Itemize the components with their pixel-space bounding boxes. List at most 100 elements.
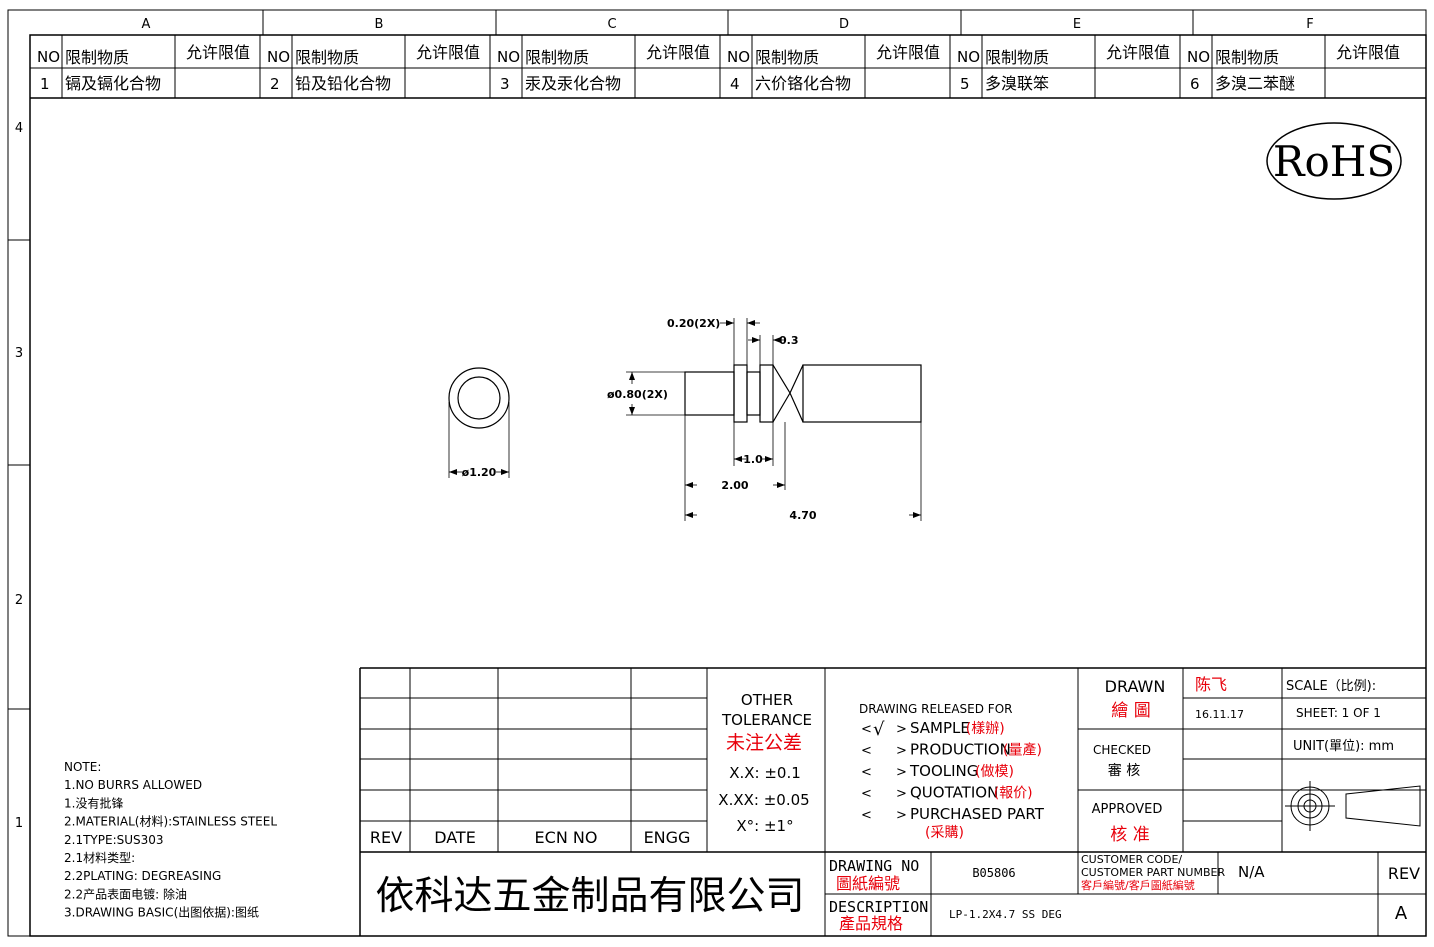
col-header-substance: 限制物质	[65, 48, 129, 67]
dim-diameter-head: ø1.20	[462, 466, 497, 479]
release-option-label-cn: (樣辦)	[966, 720, 1005, 737]
col-header-substance: 限制物质	[295, 48, 359, 67]
substance-no: 3	[500, 75, 510, 93]
dim-groove-spacing: 1.0	[743, 453, 763, 466]
col-header-no: NO	[497, 48, 520, 66]
rev-label: REV	[1388, 864, 1420, 883]
col-header-no: NO	[957, 48, 980, 66]
note-line: 2.2产品表面电镀: 除油	[64, 886, 187, 901]
substance-name: 镉及镉化合物	[65, 74, 161, 93]
zone-row-markers	[8, 239, 30, 710]
substance-no: 1	[40, 75, 50, 93]
zone-col-c: C	[607, 17, 616, 32]
substance-name: 铅及铅化合物	[295, 74, 391, 93]
col-header-limit: 允许限值	[646, 43, 710, 62]
tolerance-angle: X°: ±1°	[736, 817, 793, 835]
note-line: 1.没有批锋	[64, 795, 123, 810]
release-bracket-left: <	[861, 722, 872, 737]
substance-no: 2	[270, 75, 280, 93]
dim-overall-length: 4.70	[789, 509, 816, 522]
substance-name: 多溴联笨	[985, 74, 1049, 93]
zone-col-e: E	[1073, 17, 1081, 32]
rev-value: A	[1395, 903, 1408, 924]
release-bracket-left: <	[861, 765, 872, 780]
release-bracket-left: <	[861, 744, 872, 759]
drawing-no-value: B05806	[972, 866, 1015, 880]
drawing-no-label: DRAWING NO	[829, 857, 919, 875]
note-line: 2.2PLATING: DEGREASING	[64, 869, 221, 883]
substance-no: 5	[960, 75, 970, 93]
col-header-limit: 允许限值	[186, 43, 250, 62]
release-bracket-left: <	[861, 808, 872, 823]
release-option-label-cn: (采購)	[925, 825, 964, 841]
zone-row-4: 4	[15, 121, 23, 136]
drawing-no-label-cn: 圖紙編號	[836, 874, 900, 893]
customer-code-label-1: CUSTOMER CODE/	[1081, 853, 1182, 866]
unit-label: UNIT(單位): mm	[1293, 739, 1394, 754]
release-option-label: PRODUCTION	[910, 741, 1011, 759]
dim-groove-width: 0.20(2X)	[667, 317, 720, 330]
tolerance-title-cn: 未注公差	[726, 732, 802, 754]
col-header-substance: 限制物质	[755, 48, 819, 67]
checked-label: CHECKED	[1093, 743, 1151, 757]
description-label-cn: 產品規格	[839, 914, 903, 933]
col-header-no: NO	[1187, 48, 1210, 66]
tolerance-block: OTHER TOLERANCE 未注公差 X.X: ±0.1 X.XX: ±0.…	[718, 691, 812, 835]
note-line: 2.1材料类型:	[64, 851, 135, 865]
zone-row-2: 2	[15, 593, 23, 608]
dim-diameter-small: ø0.80(2X)	[607, 388, 668, 401]
restricted-substances-table	[30, 35, 1426, 99]
release-option-label: PURCHASED PART	[910, 805, 1045, 823]
approval-block: DRAWN 繪 圖 陈飞 16.11.17 CHECKED 審 核 APPROV…	[1092, 675, 1244, 845]
ecn-col-header: ECN NO	[535, 828, 598, 847]
tolerance-xx: X.X: ±0.1	[729, 764, 801, 782]
release-bracket-right: >	[896, 787, 907, 802]
engg-col-header: ENGG	[644, 828, 691, 847]
sheet-label: SHEET: 1 OF 1	[1296, 706, 1381, 720]
projection-symbol-icon	[1285, 781, 1421, 831]
col-header-substance: 限制物质	[1215, 48, 1279, 67]
substance-name: 多溴二苯醚	[1215, 74, 1295, 93]
description-label: DESCRIPTION	[829, 898, 928, 916]
customer-code-label-2: CUSTOMER PART NUMBER	[1081, 866, 1225, 879]
part-side-view	[684, 364, 922, 423]
release-bracket-right: >	[896, 808, 907, 823]
sheet-border	[7, 9, 1427, 937]
note-line: NOTE:	[64, 760, 101, 774]
col-header-substance: 限制物质	[985, 48, 1049, 67]
release-bracket-left: <	[861, 787, 872, 802]
drawn-name: 陈飞	[1195, 675, 1227, 694]
part-end-view	[448, 367, 510, 478]
release-block: DRAWING RELEASED FOR <>√SAMPLE(樣辦)<>PROD…	[859, 702, 1045, 841]
release-option-label: TOOLING	[909, 762, 978, 780]
release-option-label-cn: (做模)	[975, 764, 1014, 780]
col-header-limit: 允许限值	[1336, 43, 1400, 62]
rohs-mark: RoHS	[1266, 122, 1402, 200]
release-bracket-right: >	[896, 722, 907, 737]
tolerance-title-1: OTHER	[741, 691, 793, 709]
zone-row-1: 1	[15, 816, 23, 831]
customer-code-value: N/A	[1238, 863, 1265, 881]
release-option-label-cn: (報价)	[994, 786, 1033, 802]
company-name: 依科达五金制品有限公司	[375, 874, 804, 919]
dim-gap: 0.3	[779, 334, 799, 347]
tolerance-title-2: TOLERANCE	[721, 711, 812, 729]
customer-code-label-cn: 客戶編號/客戶圖紙編號	[1081, 878, 1195, 892]
substance-no: 4	[730, 75, 740, 93]
release-option-label: SAMPLE	[910, 719, 970, 737]
substance-no: 6	[1190, 75, 1200, 93]
col-header-limit: 允许限值	[876, 43, 940, 62]
zone-col-a: A	[142, 17, 151, 32]
release-bracket-right: >	[896, 765, 907, 780]
drawn-date: 16.11.17	[1195, 708, 1244, 721]
col-header-no: NO	[267, 48, 290, 66]
scale-label: SCALE（比例):	[1286, 679, 1376, 694]
rev-col-header: REV	[370, 828, 402, 847]
substance-name: 汞及汞化合物	[525, 74, 621, 93]
description-value: LP-1.2X4.7 SS DEG	[949, 908, 1062, 921]
rohs-label: RoHS	[1273, 137, 1395, 186]
approved-label-cn: 核 准	[1110, 825, 1149, 845]
note-line: 1.NO BURRS ALLOWED	[64, 778, 202, 792]
col-header-limit: 允许限值	[1106, 43, 1170, 62]
